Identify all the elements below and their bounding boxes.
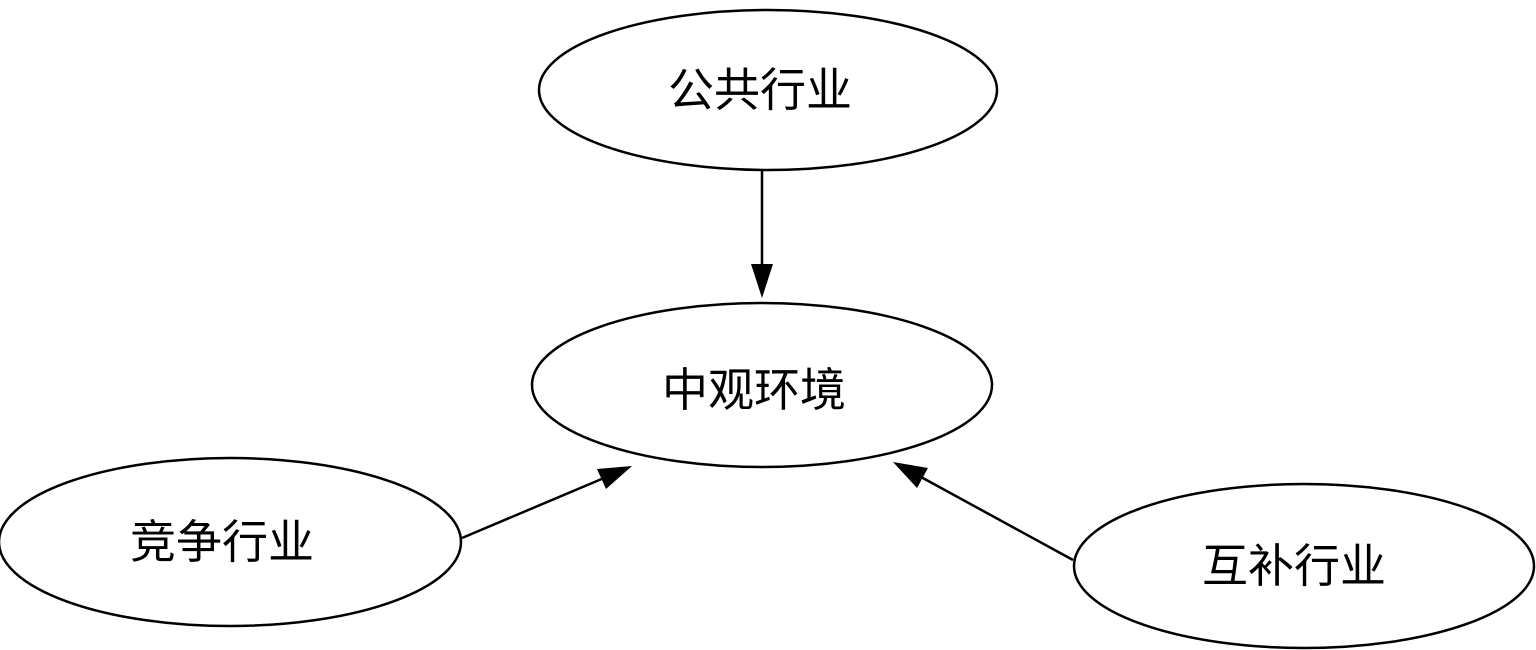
- node-ellipse: [1072, 482, 1536, 650]
- edge-competitive-to-meso: [461, 466, 632, 540]
- edge-public-to-meso: [751, 170, 773, 298]
- node-label: 中观环境: [662, 363, 846, 417]
- node-ellipse: [537, 8, 999, 172]
- edge-complementary-to-meso: [893, 462, 1074, 562]
- node-complementary-industry: 互补行业: [1072, 482, 1536, 650]
- node-ellipse: [530, 301, 994, 469]
- node-label: 竞争行业: [130, 515, 314, 569]
- edge-line: [461, 476, 605, 540]
- node-label: 公共行业: [668, 63, 852, 117]
- node-meso-environment: 中观环境: [530, 301, 994, 469]
- node-label: 互补行业: [1202, 539, 1386, 593]
- arrowhead: [893, 462, 928, 488]
- node-competitive-industry: 竞争行业: [0, 456, 463, 628]
- arrowhead: [751, 264, 773, 298]
- edge-line: [920, 475, 1074, 562]
- arrowhead: [597, 466, 632, 489]
- node-ellipse: [0, 456, 463, 628]
- node-public-industry: 公共行业: [537, 8, 999, 172]
